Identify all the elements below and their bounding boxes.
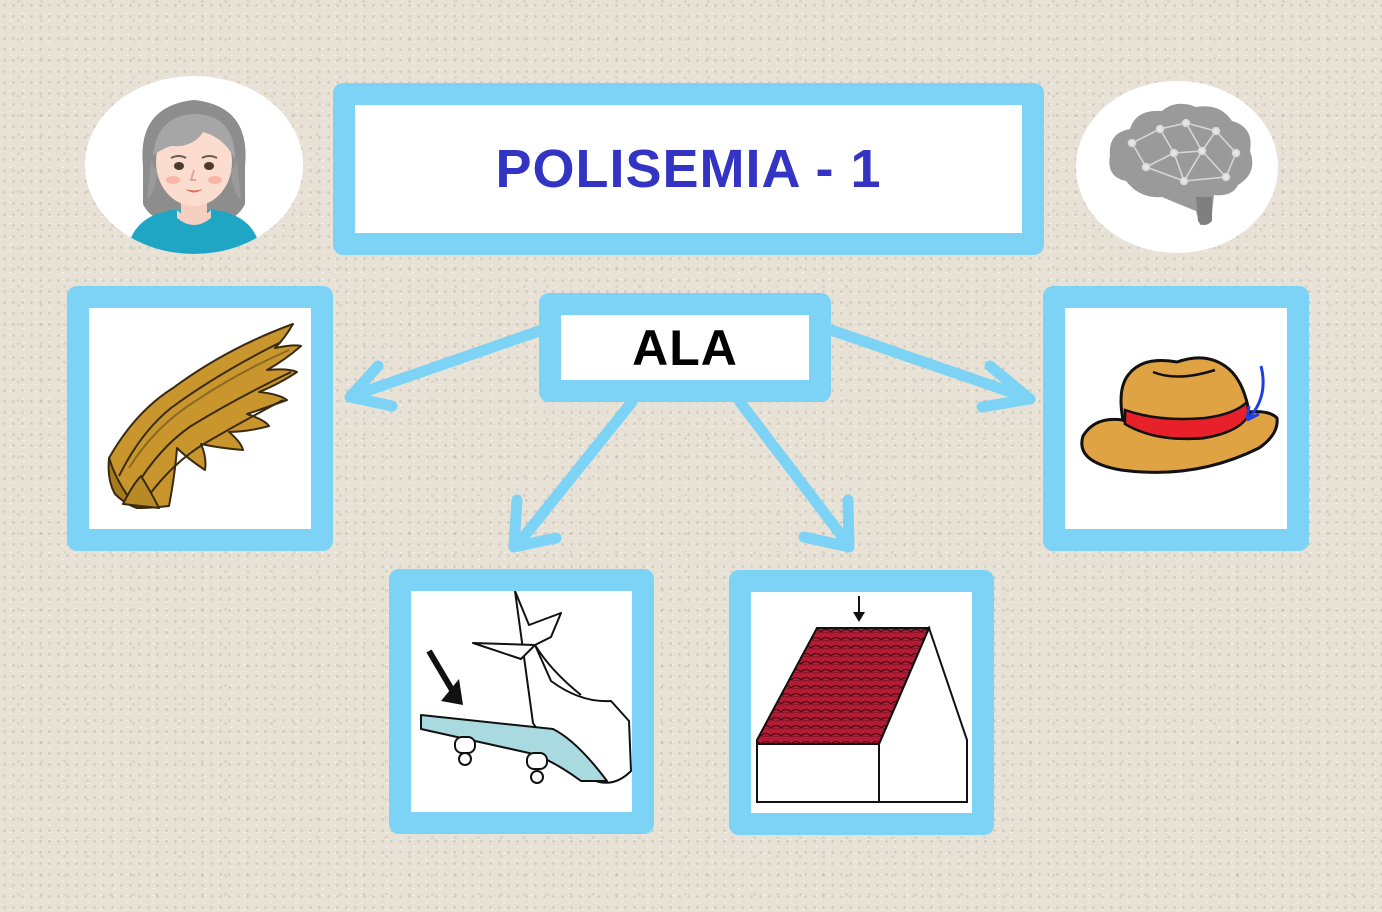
brain-icon (1109, 103, 1253, 225)
meaning-card-roof-slope (729, 570, 994, 835)
avatar-circle (85, 76, 303, 254)
central-word: ALA (632, 319, 738, 376)
roof-slope-icon (756, 596, 968, 803)
arrow-to-bird-wing (344, 324, 548, 412)
meaning-card-airplane-wing (389, 569, 654, 834)
brain-circle (1076, 81, 1278, 253)
woman-avatar-icon (127, 100, 261, 254)
arrow-to-hat (825, 324, 1036, 413)
arrow-to-airplane (508, 396, 638, 553)
central-word-box: ALA (539, 293, 831, 402)
meaning-card-hat-brim (1043, 286, 1309, 551)
meaning-card-bird-wing (67, 286, 333, 551)
title-box: POLISEMIA - 1 (333, 83, 1044, 255)
bird-wing-icon (107, 323, 302, 509)
hat-brim-icon (1080, 356, 1279, 474)
page-title: POLISEMIA - 1 (495, 139, 882, 199)
airplane-wing-icon (420, 591, 632, 784)
arrow-to-roof (734, 396, 855, 553)
